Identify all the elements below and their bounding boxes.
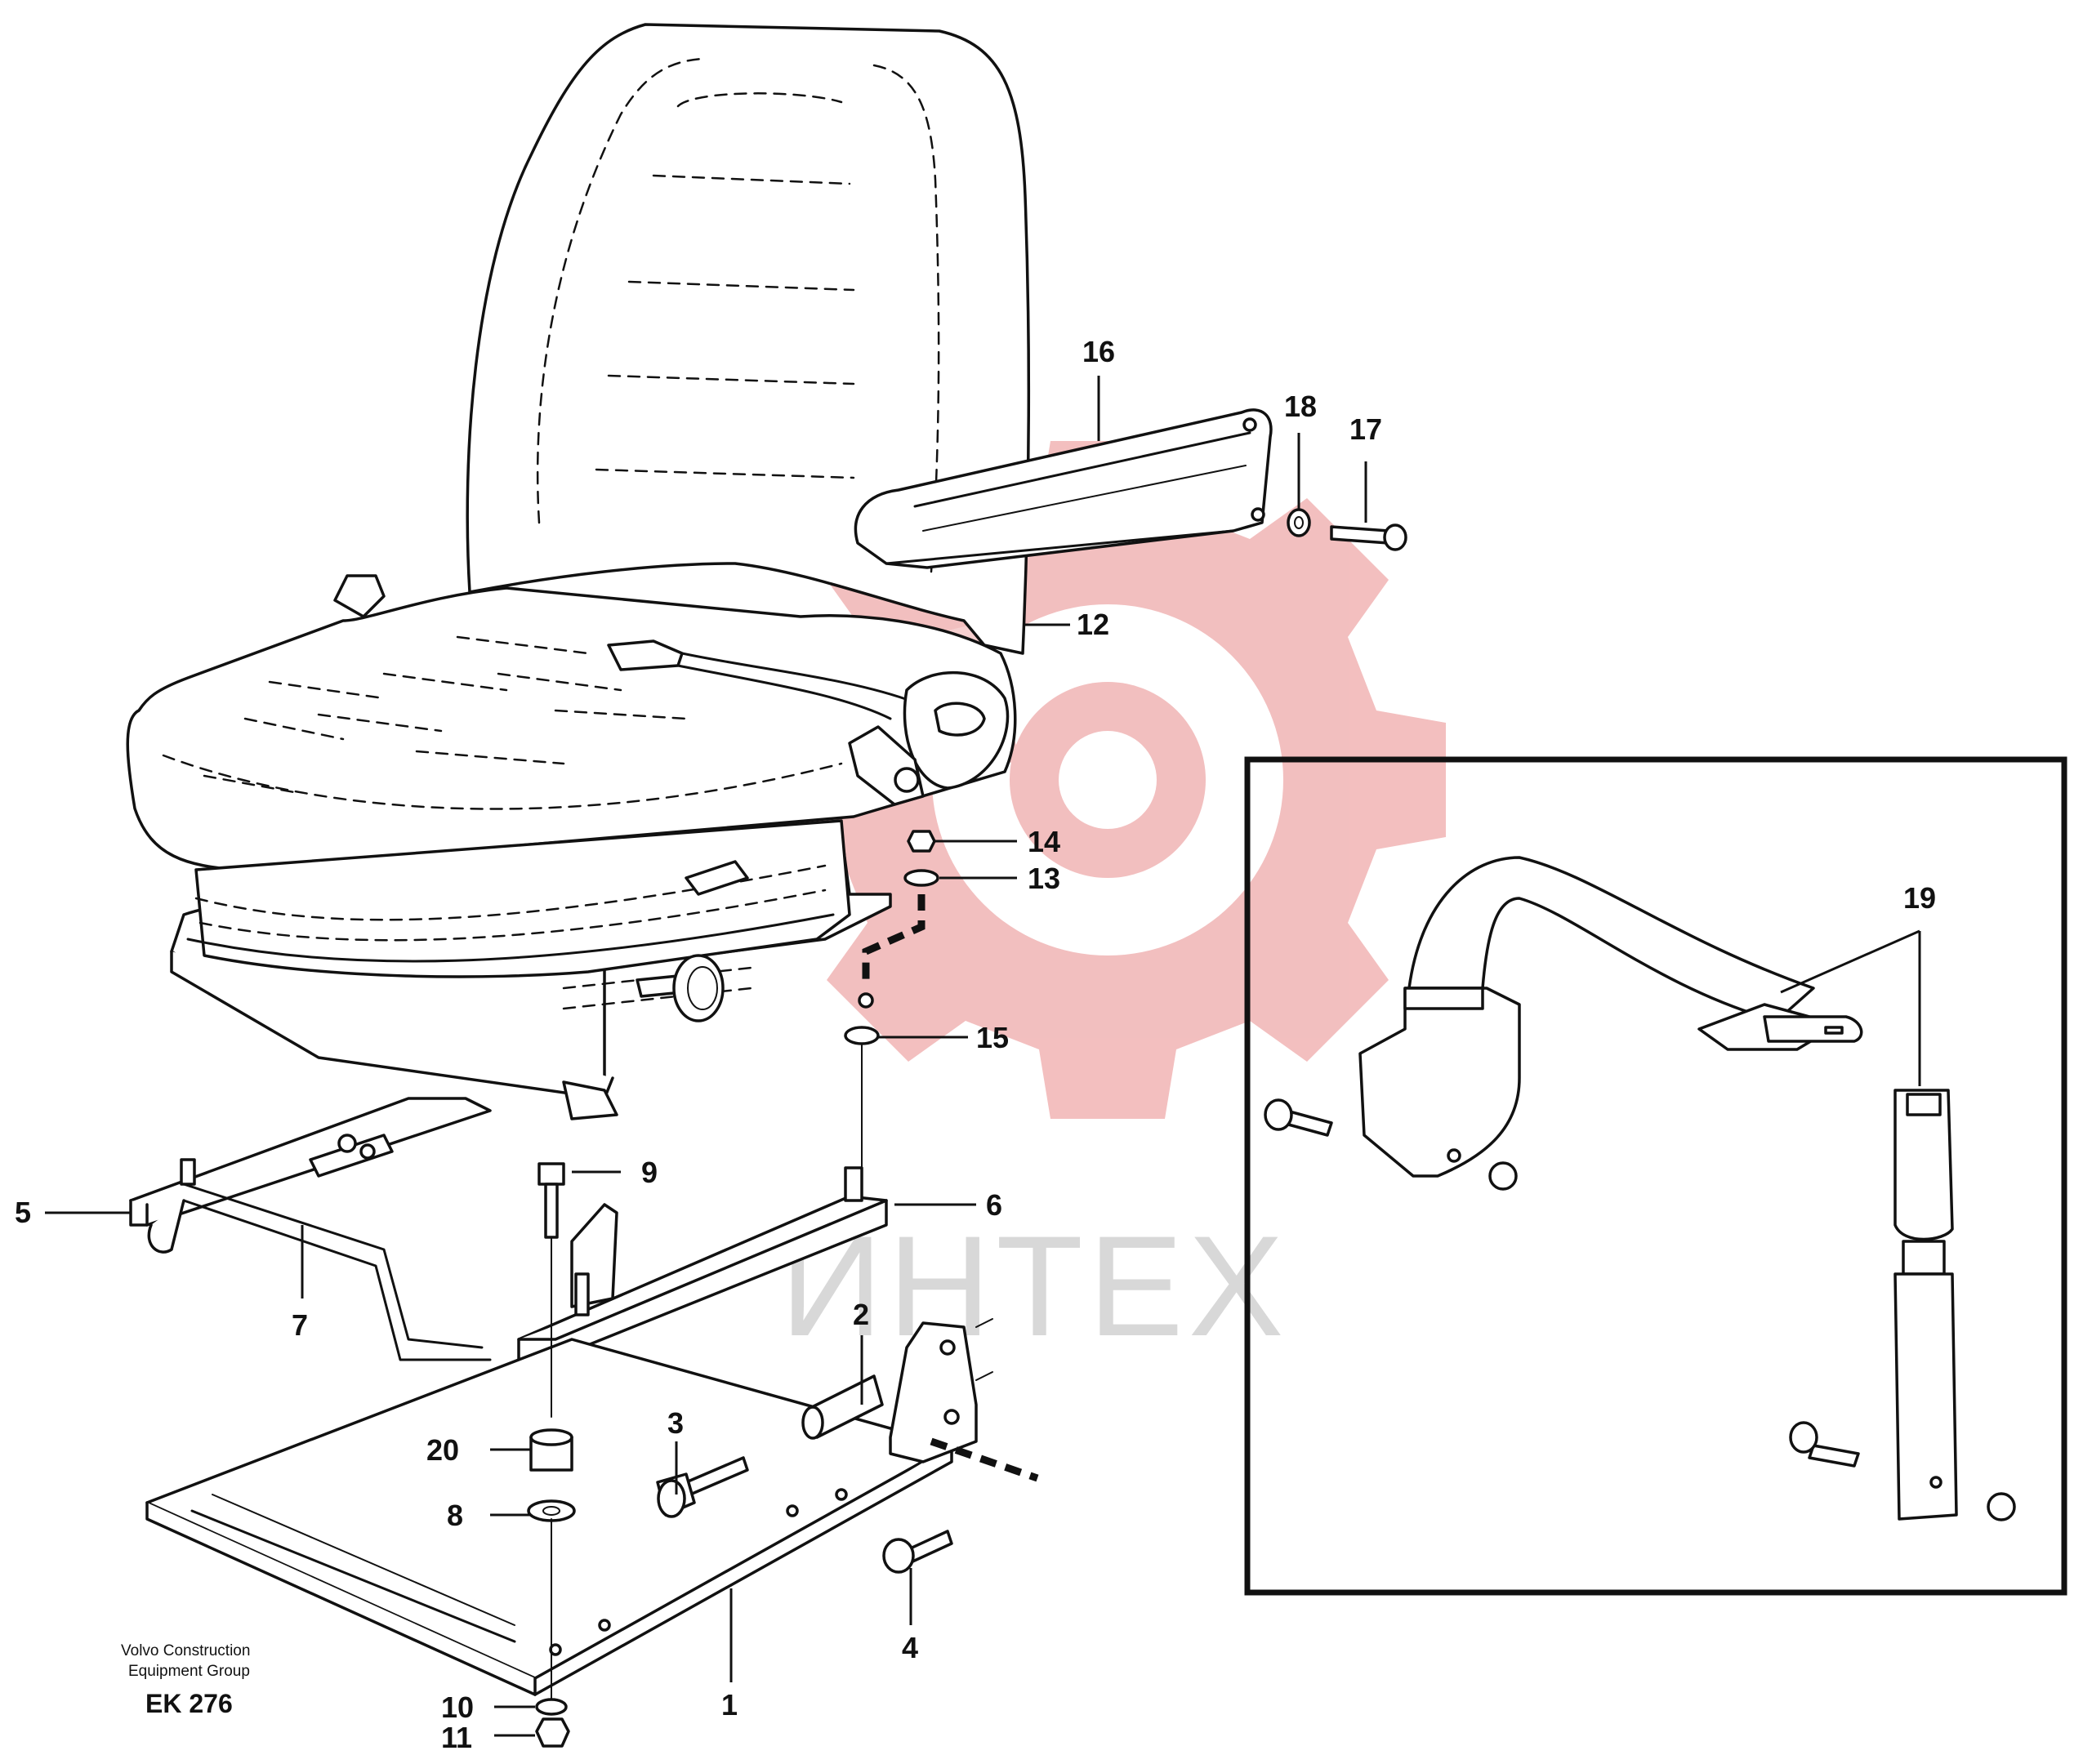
slide-rail-left [129, 1097, 492, 1227]
caption-code: EK 276 [145, 1689, 233, 1718]
washer-15 [844, 1026, 880, 1045]
callout-14: 14 [1028, 825, 1060, 858]
seat-belt-anchor [848, 670, 1010, 806]
callout-13: 13 [1028, 862, 1060, 895]
armrest [854, 408, 1273, 569]
callout-12: 12 [1077, 608, 1109, 641]
callout-19: 19 [1903, 881, 1936, 915]
seat-belt-tongue [1697, 1003, 1863, 1051]
washer-18 [1287, 508, 1311, 537]
seat-belt-on-seat [607, 639, 917, 720]
callout-16: 16 [1082, 335, 1115, 368]
height-adjust-knob [636, 860, 749, 1022]
nut-14 [907, 830, 936, 853]
slide-rail-right [517, 1166, 888, 1361]
seat-cushion [126, 586, 1017, 871]
hidden-line-bolt-4 [930, 1437, 1039, 1482]
bolt-9 [537, 1162, 565, 1239]
caption-group: Equipment Group [128, 1663, 250, 1680]
leader-lines [45, 376, 1921, 1737]
inset-nut-buckle [1987, 1492, 2016, 1521]
inset-nut-right [1488, 1161, 1518, 1191]
locking-bar [147, 1183, 492, 1361]
callout-8: 8 [447, 1499, 463, 1532]
inset-bolt-buckle [1789, 1421, 1860, 1468]
seat-suspension [170, 819, 892, 1120]
callout-2: 2 [853, 1298, 869, 1331]
washer-8 [527, 1499, 576, 1522]
seat-belt-buckle [1893, 1089, 1958, 1521]
callout-15: 15 [976, 1021, 1009, 1054]
callout-5: 5 [15, 1196, 31, 1229]
callout-10: 10 [441, 1690, 474, 1724]
caption-company: Volvo Construction [121, 1642, 250, 1659]
callout-11: 11 [441, 1721, 472, 1754]
callout-3: 3 [667, 1406, 684, 1440]
callout-17: 17 [1349, 412, 1382, 446]
nut-11 [535, 1717, 570, 1748]
seat-belt-strap [1407, 856, 1815, 1022]
mounting-bracket [889, 1318, 993, 1463]
pin [801, 1374, 884, 1440]
callout-20: 20 [426, 1433, 459, 1467]
mount-hole [858, 992, 874, 1009]
seat-belt-retractor [1358, 987, 1521, 1178]
hidden-line-13 [862, 894, 926, 988]
callout-18: 18 [1284, 390, 1317, 423]
backrest-tilt-knob [333, 574, 386, 618]
callout-1: 1 [721, 1688, 738, 1722]
inset-bolt-left [1264, 1098, 1333, 1137]
bolt-4 [882, 1530, 953, 1574]
callout-4: 4 [902, 1631, 918, 1664]
spacer-20 [529, 1428, 573, 1472]
seat-belt-inset-frame [1244, 756, 2067, 1596]
callout-7: 7 [292, 1308, 308, 1342]
washer-13 [903, 869, 939, 887]
washer-10 [535, 1698, 568, 1716]
screw-17 [1330, 523, 1407, 551]
callout-9: 9 [641, 1156, 658, 1189]
callout-6: 6 [986, 1188, 1002, 1222]
